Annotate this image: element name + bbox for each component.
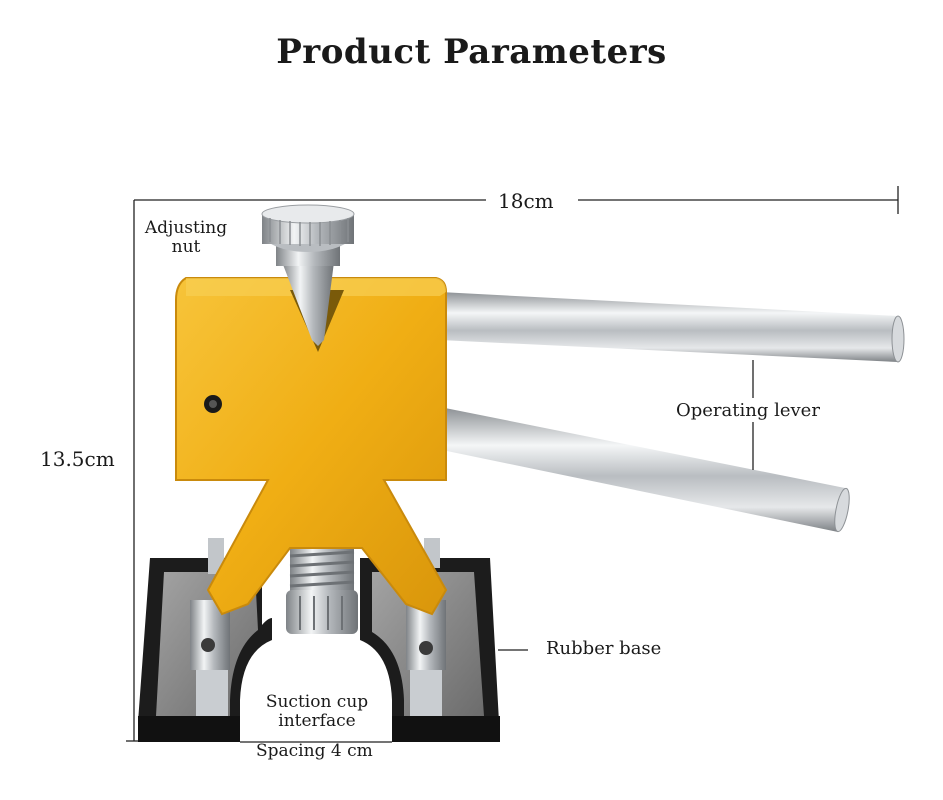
adjusting-nut-label: Adjusting nut — [144, 218, 228, 257]
adjusting-nut — [261, 204, 355, 346]
height-dimension-label: 13.5cm — [40, 447, 115, 471]
rubber-base-label: Rubber base — [546, 638, 662, 659]
width-dimension-line — [134, 186, 899, 214]
page-title: Product Parameters — [276, 32, 667, 72]
suction-cup-interface-label: Suction cup interface — [265, 692, 369, 731]
operating-lever-label: Operating lever — [676, 400, 820, 421]
mounting-blocks — [190, 538, 446, 716]
height-dimension-line — [126, 200, 142, 742]
operating-lever — [440, 292, 905, 533]
threaded-screw — [289, 548, 355, 592]
suction-cup-interface — [286, 590, 358, 634]
width-dimension-label: 18cm — [498, 189, 554, 213]
spacing-dimension-label: Spacing 4 cm — [256, 741, 373, 761]
